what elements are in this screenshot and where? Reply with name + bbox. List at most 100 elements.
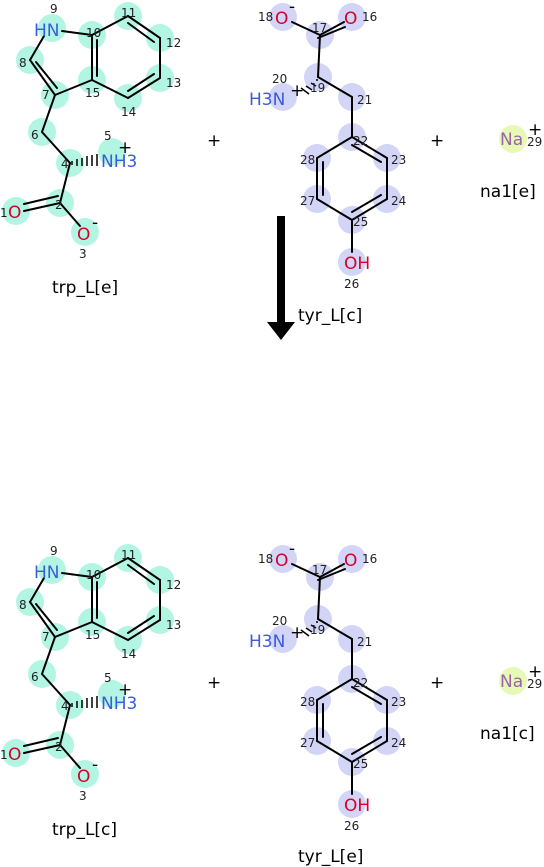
product-trp-atom-NH: HN (34, 563, 60, 583)
product-trp-charge-minus: - (92, 755, 98, 775)
reactant-tyr-charge-minus: - (289, 0, 295, 17)
plus-sign: + (207, 131, 221, 151)
plus-sign: + (430, 673, 444, 693)
reactant-trp-atom-O-carbonyl: O (8, 203, 21, 223)
product-na-atom-number: 29 (527, 677, 542, 691)
product-tyr-atom-number: 18 (258, 552, 273, 566)
product-tyr-atom-number: 22 (353, 676, 368, 690)
reactant-trp-atom-number: 5 (104, 129, 112, 143)
product-na-atom-Na: Na (500, 672, 523, 692)
product-trp-atom-number: 13 (166, 618, 181, 632)
reactant-tyr-atom-number: 18 (258, 10, 273, 24)
reactant-tyr-atom-number: 20 (272, 72, 287, 86)
product-tyr-atom-number: 24 (391, 736, 406, 750)
product-trp-atom-number: 6 (31, 670, 39, 684)
product-tyr-atom-H3N: H3N (249, 632, 285, 652)
reactant-trp-atom-NH3: NH3 (101, 152, 137, 172)
reactant-trp-atom-number: 13 (166, 76, 181, 90)
product-na-highlight (499, 667, 527, 695)
reactant-tyr-atom-O-double: O (344, 9, 357, 29)
reactant-trp-charge-minus: - (92, 213, 98, 233)
product-na-charge-plus: + (528, 662, 542, 682)
reaction-arrow (267, 216, 295, 340)
product-tyr-atom-number: 21 (357, 635, 372, 649)
reactant-trp-atom-number: 15 (85, 86, 100, 100)
reactant-tyr-atom-number: 25 (353, 215, 368, 229)
product-tyr-atom-number: 20 (272, 614, 287, 628)
product-tyr-atom-number: 23 (391, 695, 406, 709)
product-tyr-atom-O-double: O (344, 551, 357, 571)
product-tyr-atom-number: 19 (310, 623, 325, 637)
reactant-na-charge-plus: + (528, 120, 542, 140)
reactant-tyr-atom-OH: OH (344, 254, 370, 274)
reactant-tyr-atom-number: 17 (312, 21, 327, 35)
reactant-na-atom-number: 29 (527, 135, 542, 149)
product-tyr-atom-number: 16 (362, 552, 377, 566)
product-trp-atom-number: 11 (121, 548, 136, 562)
reactant-tyr-atom-number: 27 (300, 194, 315, 208)
product-trp-atom-number: 5 (104, 671, 112, 685)
reactant-trp-atom-NH: HN (34, 21, 60, 41)
product-tyr-atom-number: 17 (312, 563, 327, 577)
reactant-tyr-label: tyr_L[c] (298, 306, 362, 326)
reactant-tyr-atom-number: 23 (391, 153, 406, 167)
reactant-trp-atom-number: 3 (79, 247, 87, 261)
reactant-na-highlight (499, 125, 527, 153)
reactant-trp-charge-plus: + (118, 138, 132, 158)
reactant-tyr-atom-number: 28 (300, 153, 315, 167)
product-tyr-atom-OH: OH (344, 796, 370, 816)
product-na-label: na1[c] (480, 724, 535, 744)
reactant-tyr-atom-number: 22 (353, 134, 368, 148)
reactant-trp-atom-number: 11 (121, 6, 136, 20)
reactant-tyr-atom-number: 16 (362, 10, 377, 24)
reactant-na-label: na1[e] (480, 182, 536, 202)
reactant-trp-atom-number: 10 (86, 26, 101, 40)
reactant-trp-atom-number: 12 (166, 36, 181, 50)
product-trp-atom-number: 3 (79, 789, 87, 803)
product-trp-atom-number: 12 (166, 578, 181, 592)
product-trp-atom-O-carbonyl: O (8, 745, 21, 765)
product-tyr-label: tyr_L[e] (298, 847, 363, 867)
product-tyr-atom-O-minus: O (275, 551, 288, 571)
reactant-trp-atom-number: 1 (0, 206, 8, 220)
reactant-tyr-atom-number: 19 (310, 81, 325, 95)
reactant-trp-label: trp_L[e] (52, 278, 118, 298)
product-trp-label: trp_L[c] (52, 820, 117, 840)
product-trp-atom-number: 2 (55, 740, 63, 754)
product-tyr-atom-number: 26 (344, 819, 359, 833)
product-trp-atom-number: 10 (86, 568, 101, 582)
reactant-tyr-atom-H3N: H3N (249, 90, 285, 110)
product-trp-atom-number: 7 (42, 630, 50, 644)
product-tyr-atom-number: 27 (300, 736, 315, 750)
product-tyr-atom-number: 28 (300, 695, 315, 709)
reactant-trp-atom-number: 7 (42, 88, 50, 102)
reactant-na-atom-Na: Na (500, 130, 523, 150)
plus-sign: + (207, 673, 221, 693)
product-trp-atom-NH3: NH3 (101, 694, 137, 714)
plus-sign: + (430, 131, 444, 151)
reactant-trp-atom-number: 9 (50, 2, 58, 16)
product-trp-charge-plus: + (118, 680, 132, 700)
reactant-tyr-atom-number: 21 (357, 93, 372, 107)
product-trp-atom-number: 15 (85, 628, 100, 642)
reactant-tyr-charge-plus: + (290, 81, 304, 101)
product-tyr-charge-minus: - (289, 539, 295, 559)
product-trp-atom-number: 9 (50, 544, 58, 558)
product-trp-atom-O-carboxylate: O (77, 767, 90, 787)
reactant-tyr-atom-number: 24 (391, 194, 406, 208)
product-tyr-atom-number: 25 (353, 757, 368, 771)
reactant-trp-atom-number: 4 (61, 157, 69, 171)
reactant-trp-atom-O-carboxylate: O (77, 225, 90, 245)
reactant-trp-atom-number: 2 (55, 198, 63, 212)
reactant-tyr-atom-O-minus: O (275, 9, 288, 29)
reactant-trp-atom-number: 8 (19, 56, 27, 70)
product-trp-atom-number: 4 (61, 699, 69, 713)
reactant-tyr-atom-number: 26 (344, 277, 359, 291)
product-trp-atom-number: 14 (121, 647, 136, 661)
reactant-trp-atom-number: 14 (121, 105, 136, 119)
product-tyr-charge-plus: + (290, 623, 304, 643)
reactant-trp-atom-number: 6 (31, 128, 39, 142)
product-trp-atom-number: 8 (19, 598, 27, 612)
